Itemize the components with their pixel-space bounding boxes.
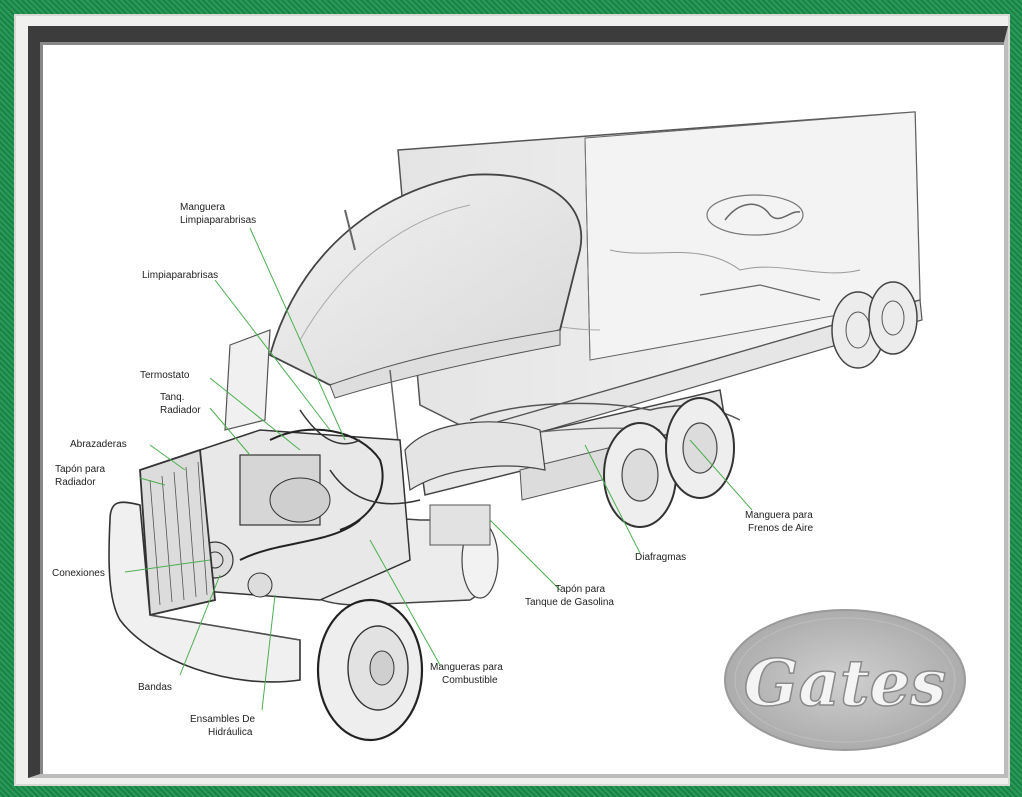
leader-limpiaparabrisas xyxy=(214,279,331,431)
label-abrazaderas: Abrazaderas xyxy=(70,439,127,450)
label-tanq-1: Tanq. xyxy=(160,392,184,403)
leader-manguera-limpia xyxy=(249,227,346,441)
label-diafragmas: Diafragmas xyxy=(635,552,686,563)
label-ensambles-2: Hidráulica xyxy=(208,727,253,738)
label-bandas: Bandas xyxy=(138,682,172,693)
open-hood xyxy=(268,173,583,461)
label-ensambles-1: Ensambles De xyxy=(190,714,255,725)
trailer-logo-icon xyxy=(706,194,804,236)
label-tanq-2: Radiador xyxy=(160,405,201,416)
leader-conexiones xyxy=(124,559,211,573)
gates-logo-text: Gates xyxy=(744,646,946,721)
drive-wheels xyxy=(603,397,735,528)
leader-frenos xyxy=(689,439,753,511)
trailer-wheel-2 xyxy=(868,281,918,355)
front-wheel xyxy=(316,598,424,742)
label-tapon-tanque-1: Tapón para xyxy=(555,584,605,595)
label-tapon-radiador-2: Radiador xyxy=(55,477,96,488)
leader-ensambles xyxy=(261,594,276,711)
gates-logo-oval-icon xyxy=(724,609,966,751)
radiator-grille xyxy=(139,448,216,617)
callout-labels: Manguera Limpiaparabrisas Limpiaparabris… xyxy=(52,202,813,738)
label-tapon-radiador-1: Tapón para xyxy=(55,464,105,475)
label-frenos-1: Manguera para xyxy=(745,510,813,521)
leader-termostato xyxy=(209,377,301,451)
label-mangueras-combustible-2: Combustible xyxy=(442,675,498,686)
label-manguera-limpia-2: Limpiaparabrisas xyxy=(180,215,256,226)
label-termostato: Termostato xyxy=(140,370,190,381)
front-bumper xyxy=(108,501,301,683)
trailer-chassis xyxy=(469,281,923,451)
leader-diafragmas xyxy=(584,444,641,554)
leader-tapon-tanque xyxy=(489,519,561,591)
gates-logo: Gates xyxy=(724,609,966,751)
leader-mangueras-combustible xyxy=(369,539,441,666)
leader-lines xyxy=(124,227,753,711)
leader-tapon-radiador xyxy=(139,477,166,486)
leader-bandas xyxy=(179,574,221,676)
label-mangueras-combustible-1: Mangueras para xyxy=(430,662,503,673)
label-conexiones: Conexiones xyxy=(52,568,105,579)
leader-tanq xyxy=(209,407,251,456)
label-limpiaparabrisas: Limpiaparabrisas xyxy=(142,270,218,281)
label-manguera-limpia-1: Manguera xyxy=(180,202,225,213)
label-frenos-2: Frenos de Aire xyxy=(748,523,813,534)
leader-abrazaderas xyxy=(149,444,186,471)
cab-and-fender xyxy=(224,329,546,492)
label-tapon-tanque-2: Tanque de Gasolina xyxy=(525,597,614,608)
